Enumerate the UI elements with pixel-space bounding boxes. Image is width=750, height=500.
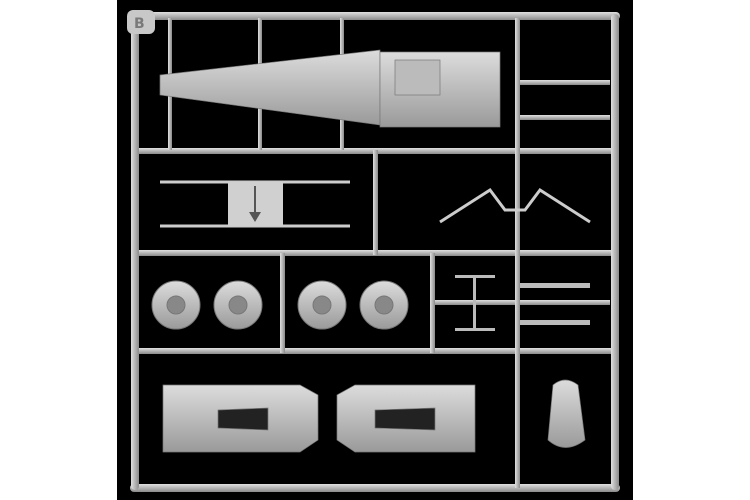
sprue-label: B [134, 16, 145, 32]
wheels [151, 280, 409, 330]
wheel [359, 280, 409, 330]
seat-part [547, 379, 586, 448]
wheel [297, 280, 347, 330]
floor-panel-part [160, 180, 350, 228]
wheel [213, 280, 263, 330]
body-panel-right [336, 384, 476, 453]
axle-parts [455, 275, 590, 331]
chassis-frame-part [159, 49, 501, 128]
body-panel-left [162, 384, 319, 453]
body-panels [162, 384, 476, 453]
sprue-label-tab: B [127, 10, 155, 34]
wheel [151, 280, 201, 330]
suspension-arms-part [439, 187, 591, 224]
